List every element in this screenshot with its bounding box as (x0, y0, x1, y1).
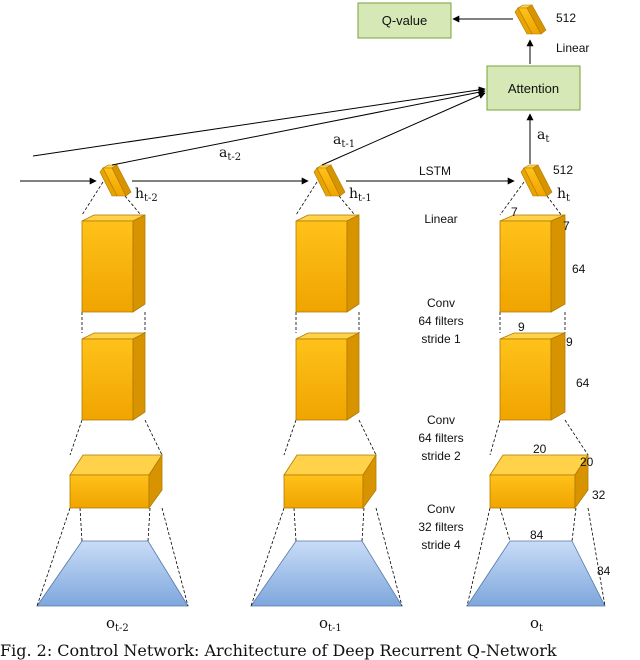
top-linear-label: Linear (556, 41, 589, 55)
a-t-label: at (537, 127, 549, 145)
layer-linear-label: Linear (424, 212, 457, 226)
hidden-cube-t (520, 164, 553, 197)
hidden-label-t-1: ht-1 (349, 186, 372, 204)
top-linear-cube (514, 4, 547, 35)
dim-label-20-right: 20 (580, 455, 594, 469)
a-t-2-label: at-2 (219, 145, 241, 163)
a-t-1-label: at-1 (333, 132, 355, 150)
dim-label-9-left: 9 (518, 320, 525, 334)
dim-label-84-left: 84 (530, 528, 544, 542)
dim-label-7-right: 7 (563, 219, 570, 233)
lstm-size-label: 512 (553, 163, 573, 177)
obs-label-t: ot (530, 614, 543, 634)
cube-conv1-t-2 (69, 453, 163, 510)
layer-conv1-line2: 32 filters (418, 520, 463, 534)
layer-conv2-line3: stride 2 (421, 449, 461, 463)
observation-t-2 (36, 540, 189, 607)
obs-label-t-1: ot-1 (319, 614, 342, 634)
q-value-box: Q-value (357, 2, 452, 39)
dim-label-9-right: 9 (566, 335, 573, 349)
cube-conv3-t-1 (295, 214, 360, 313)
layer-conv3-line1: Conv (427, 296, 455, 310)
hidden-label-t: ht (557, 186, 570, 204)
figure-number: Fig. 2: (0, 641, 53, 660)
attention-label: Attention (508, 81, 559, 96)
layer-conv1-line1: Conv (427, 502, 455, 516)
cube-conv2-t-1 (295, 332, 360, 421)
layer-conv3-line3: stride 1 (421, 332, 461, 346)
figure-caption: Fig. 2: Control Network: Architecture of… (0, 641, 640, 660)
obs-label-t-2: ot-2 (106, 614, 129, 634)
cube-conv1-t-1 (283, 453, 377, 510)
dim-label-64-upper: 64 (572, 262, 586, 276)
hidden-label-t-2: ht-2 (135, 186, 158, 204)
q-value-label: Q-value (382, 13, 428, 28)
observation-t (466, 540, 606, 607)
layer-conv2-line1: Conv (427, 413, 455, 427)
cube-conv3-t (499, 214, 566, 313)
connection-lines (20, 15, 534, 185)
cube-conv3-t-2 (81, 214, 146, 313)
layer-conv3-line2: 64 filters (418, 314, 463, 328)
architecture-diagram: Q-value Attention 512 Linear at 512 at-2… (20, 2, 611, 634)
dashed-connectors (36, 181, 606, 607)
attention-box: Attention (486, 65, 581, 111)
hidden-cube-t-2 (99, 164, 132, 197)
dim-label-7-left: 7 (511, 205, 518, 219)
top-size-label: 512 (556, 11, 576, 25)
dim-label-20-left: 20 (533, 442, 547, 456)
observation-t-1 (250, 540, 403, 607)
dim-label-84-right: 84 (597, 564, 611, 578)
layer-conv1-line3: stride 4 (421, 538, 461, 552)
cube-conv1-t (489, 453, 589, 510)
cube-conv2-t-2 (81, 332, 146, 421)
hidden-cube-t-1 (313, 164, 346, 197)
dim-label-32: 32 (592, 488, 606, 502)
layer-conv2-line2: 64 filters (418, 431, 463, 445)
caption-text: Control Network: Architecture of Deep Re… (57, 641, 557, 660)
dim-label-64-lower: 64 (576, 376, 590, 390)
lstm-label: LSTM (419, 164, 451, 178)
cube-conv2-t (499, 332, 566, 421)
